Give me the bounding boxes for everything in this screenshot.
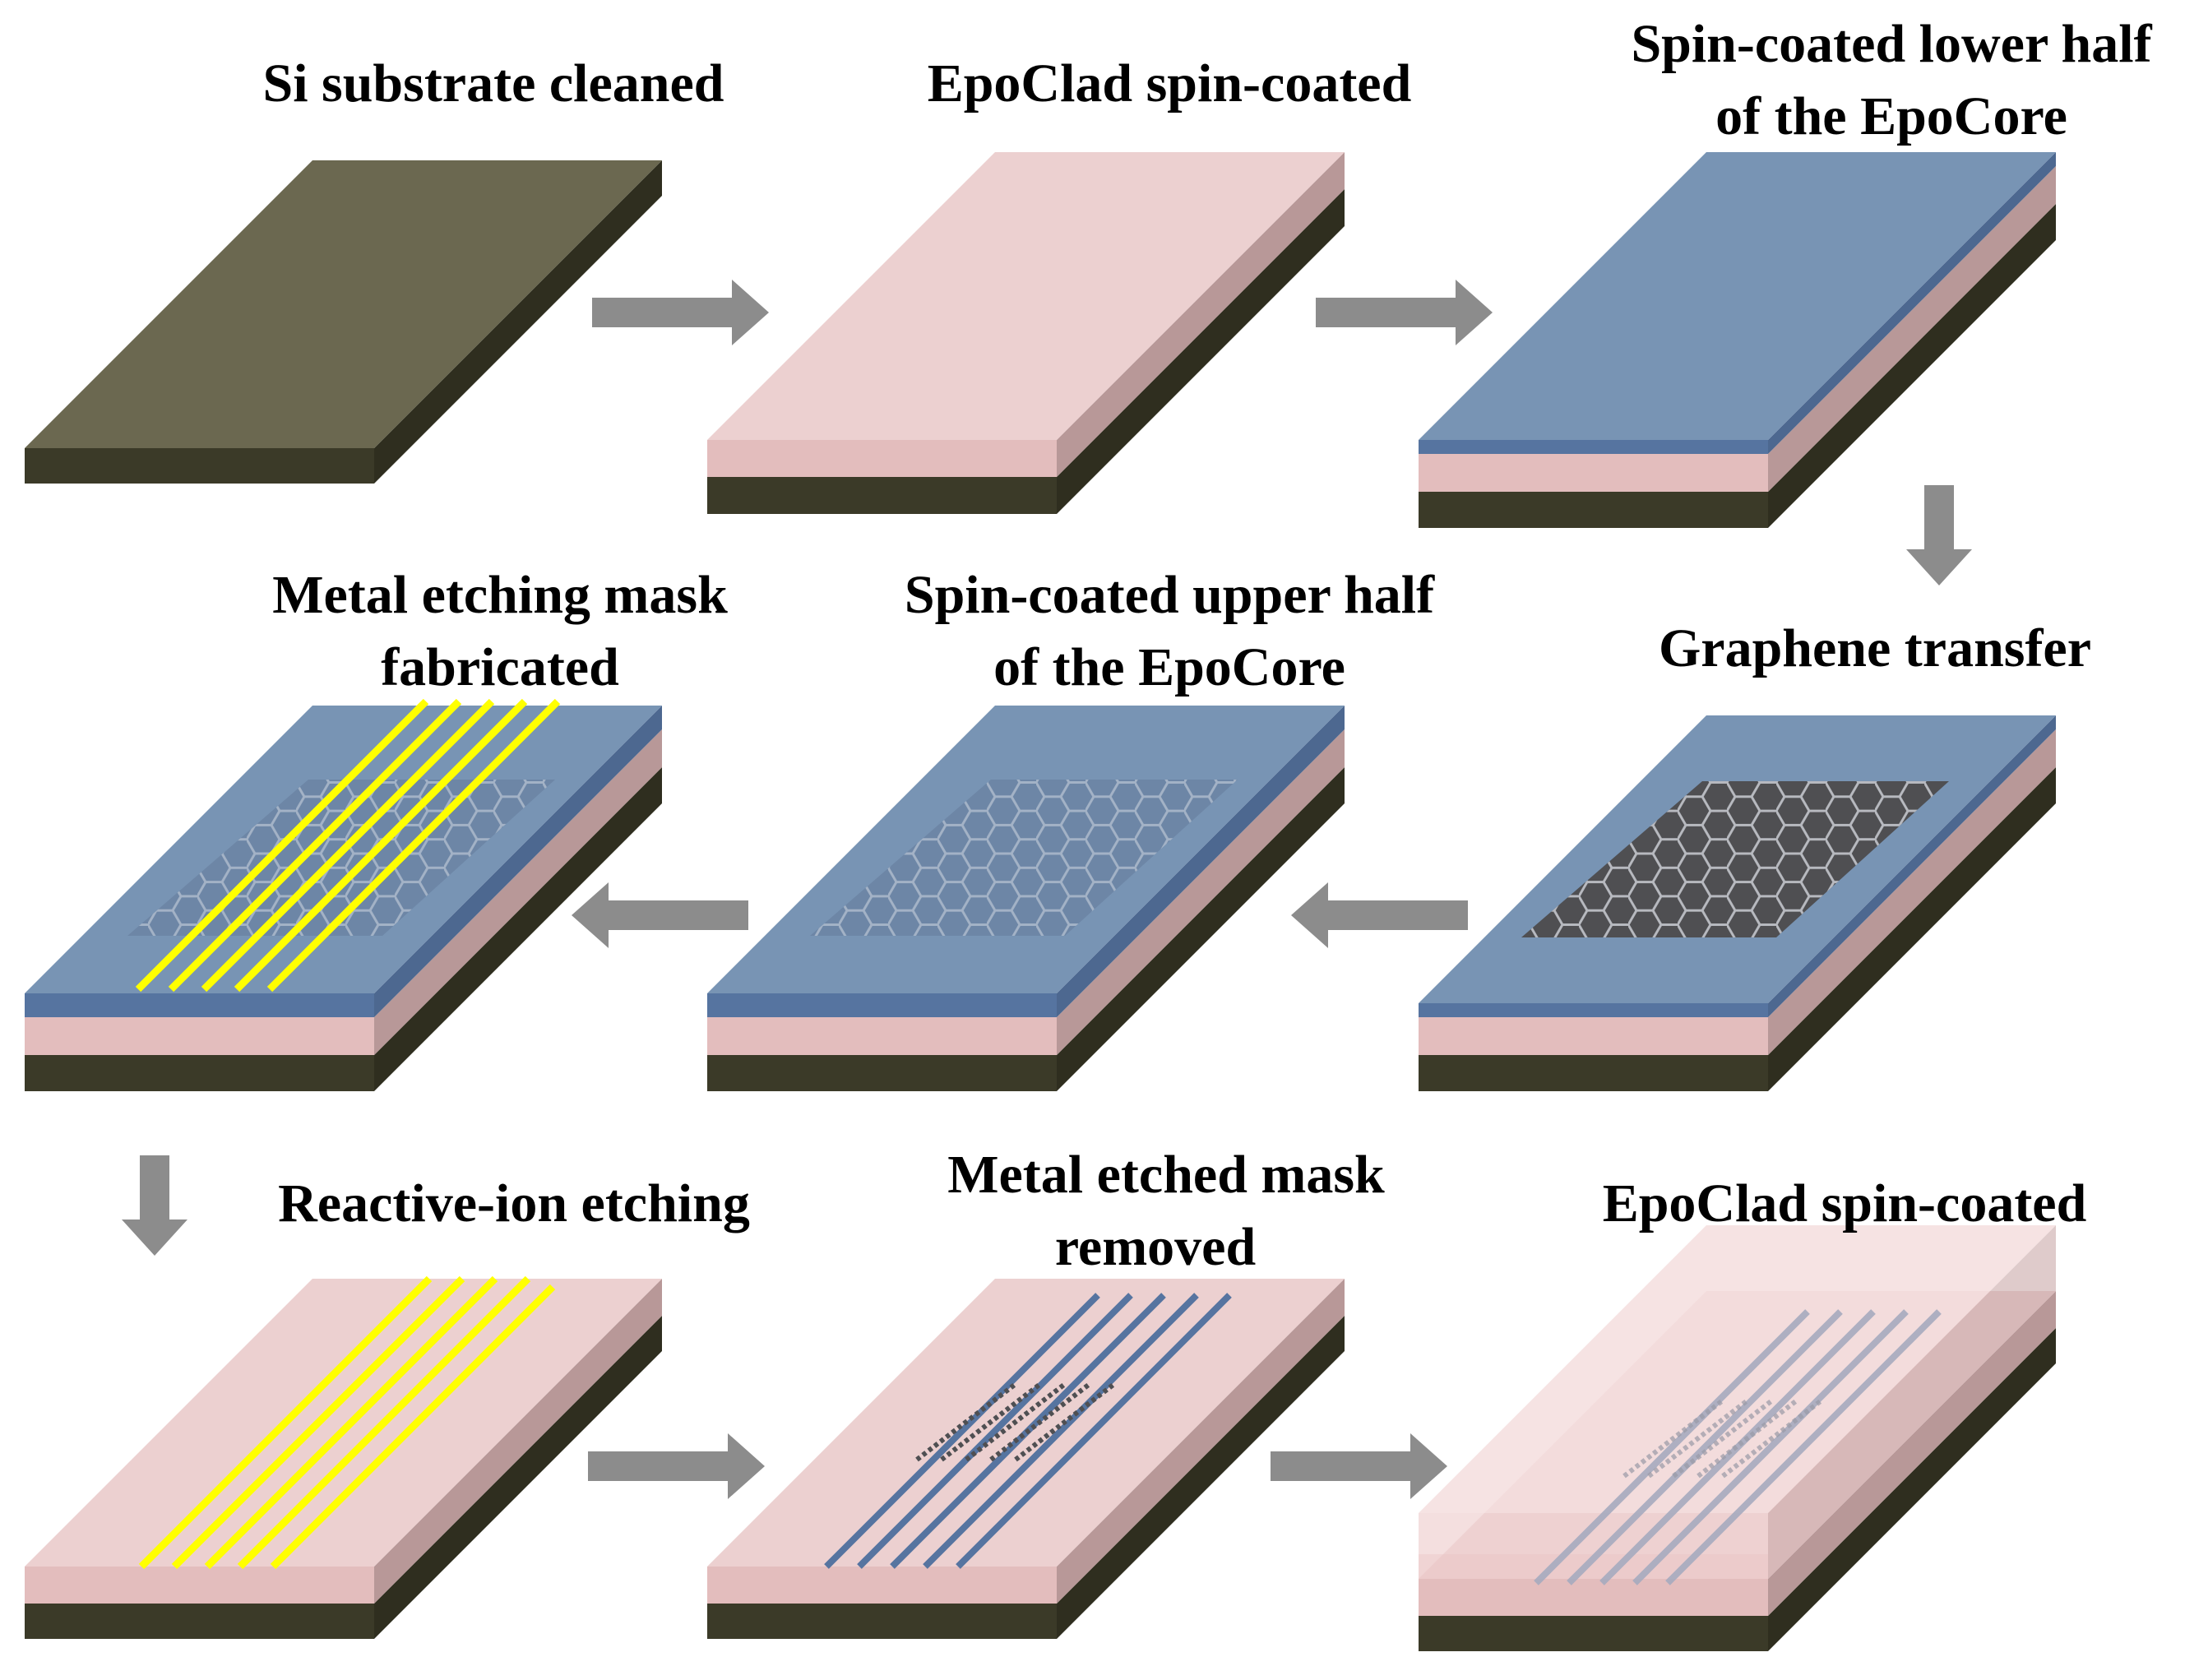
step-2-label: EpoClad spin-coated: [928, 53, 1412, 113]
step-1-si-substrate: [25, 160, 662, 484]
step-8-mask-removed: [707, 1279, 1345, 1639]
step-7-label: Reactive-ion etching: [278, 1173, 750, 1233]
step-6-label-line1: Metal etching mask: [272, 565, 728, 625]
metal-mask-lines: [138, 1275, 556, 1570]
step-9-label: EpoClad spin-coated: [1603, 1173, 2087, 1233]
buried-waveguide-lines: [1534, 1309, 1942, 1585]
arrow-right-icon: [588, 1433, 765, 1499]
step-2-epoclad-layer: [707, 152, 1345, 514]
step-6-label-line2: fabricated: [381, 637, 619, 697]
step-8-label-line2: removed: [1055, 1217, 1256, 1277]
step-7-reactive-ion-etching: [25, 1275, 662, 1639]
step-8-label-line1: Metal etched mask: [947, 1145, 1385, 1205]
step-5-label-line1: Spin-coated upper half: [905, 565, 1435, 625]
step-5-upper-epocore: [707, 706, 1345, 1091]
arrow-left-icon: [572, 882, 748, 948]
buried-graphene-strips: [1622, 1398, 1823, 1479]
step-3-lower-epocore: [1419, 152, 2056, 528]
step-4-label: Graphene transfer: [1659, 618, 2091, 678]
step-6-metal-mask: [25, 698, 662, 1091]
arrow-right-icon: [1271, 1433, 1447, 1499]
step-9-top-epoclad: [1419, 1225, 2056, 1651]
step-3-label-line1: Spin-coated lower half: [1631, 14, 2152, 74]
metal-mask-lines: [135, 698, 561, 993]
step-4-graphene-transfer: [1419, 715, 2056, 1091]
step-1-label: Si substrate cleaned: [263, 53, 724, 113]
arrow-right-icon: [592, 280, 769, 345]
step-3-label-line2: of the EpoCore: [1715, 86, 2067, 146]
graphene-strips: [915, 1381, 1116, 1462]
arrow-down-icon: [122, 1155, 187, 1256]
arrow-left-icon: [1291, 882, 1468, 948]
arrow-down-icon: [1906, 485, 1972, 585]
step-5-label-line2: of the EpoCore: [993, 637, 1345, 697]
arrow-right-icon: [1316, 280, 1493, 345]
